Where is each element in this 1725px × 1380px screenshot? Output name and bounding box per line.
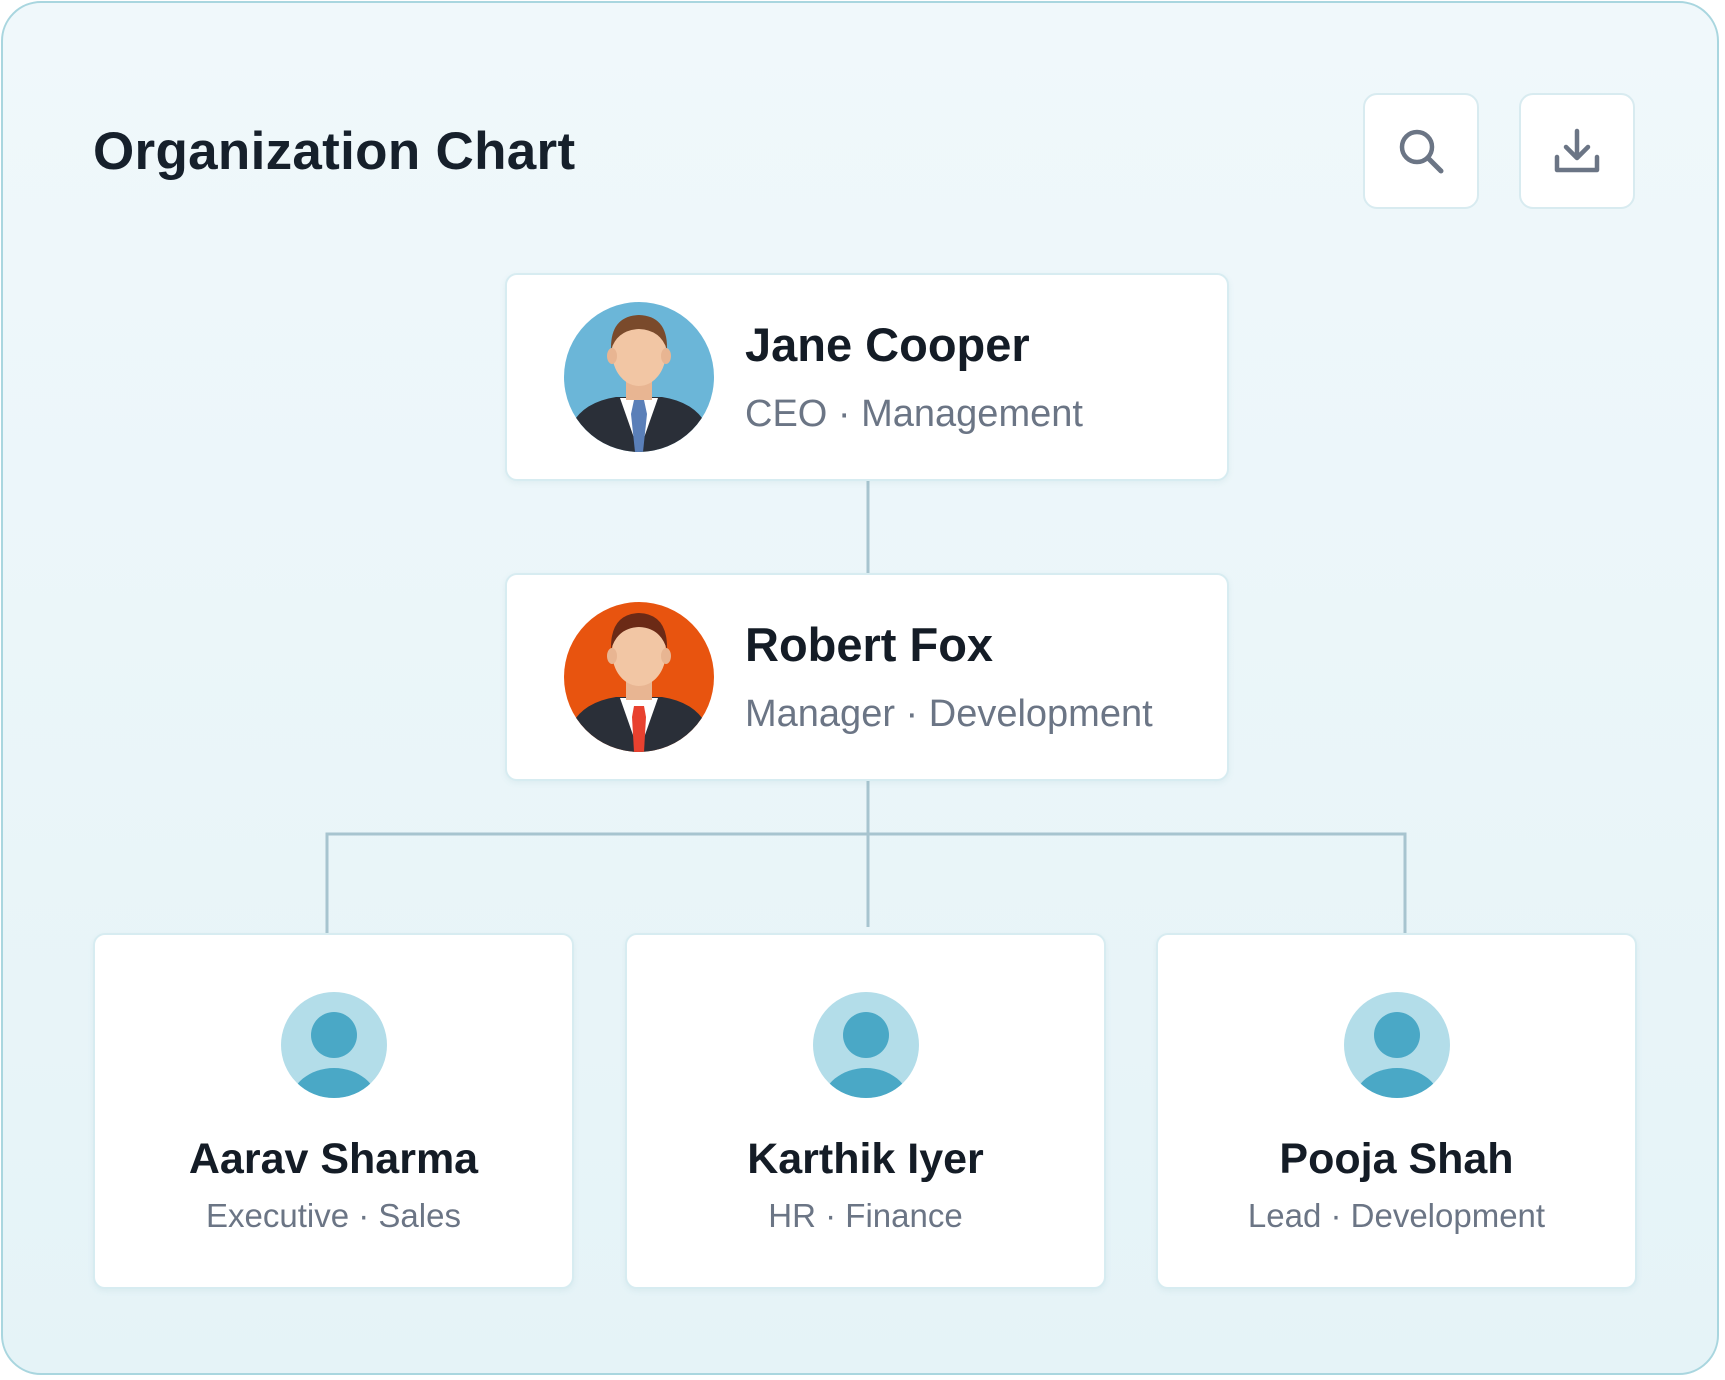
default-user-avatar [812, 992, 919, 1098]
default-user-avatar [280, 992, 387, 1098]
download-icon [1554, 128, 1600, 173]
org-node-report[interactable]: Karthik Iyer HR · Finance [625, 933, 1106, 1289]
report-role: Executive · Sales [206, 1197, 461, 1234]
manager-name: Robert Fox [745, 618, 994, 671]
download-button[interactable] [1519, 93, 1635, 209]
report-name: Karthik Iyer [747, 1135, 984, 1183]
manager-role: Manager · Development [745, 693, 1153, 735]
search-icon [1399, 129, 1444, 174]
man-in-suit-avatar [564, 602, 714, 752]
man-in-suit-avatar [564, 302, 714, 452]
report-name: Pooja Shah [1279, 1135, 1514, 1183]
default-user-avatar [1343, 992, 1450, 1098]
ceo-role: CEO · Management [745, 393, 1083, 435]
report-role: Lead · Development [1247, 1197, 1546, 1234]
ceo-name: Jane Cooper [745, 318, 1030, 371]
org-node-ceo[interactable]: Jane Cooper CEO · Management [505, 273, 1229, 481]
org-node-report[interactable]: Aarav Sharma Executive · Sales [93, 933, 574, 1289]
org-connectors [325, 481, 1407, 933]
org-node-manager[interactable]: Robert Fox Manager · Development [505, 573, 1229, 781]
report-role: HR · Finance [768, 1197, 963, 1234]
org-node-report[interactable]: Pooja Shah Lead · Development [1156, 933, 1637, 1289]
report-name: Aarav Sharma [188, 1135, 479, 1183]
connector-reports-bus [325, 832, 1407, 933]
search-button[interactable] [1363, 93, 1479, 209]
page-title: Organization Chart [93, 122, 576, 181]
